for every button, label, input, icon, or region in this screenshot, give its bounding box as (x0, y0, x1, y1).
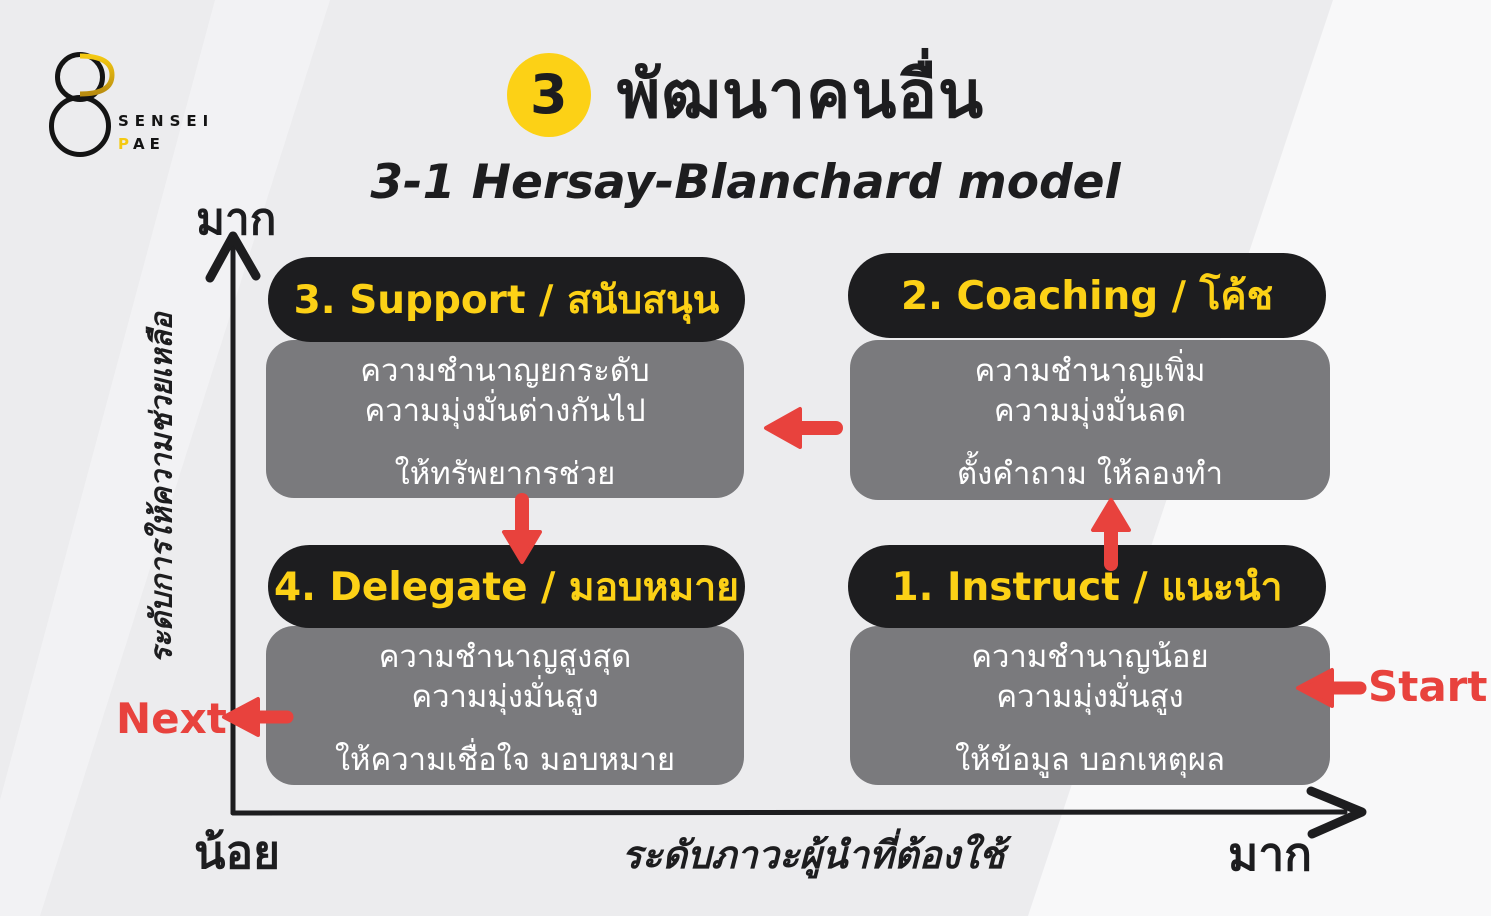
coaching-action: ตั้งคำถาม ให้ลองทำ (956, 456, 1224, 493)
arrow-coaching-to-support-icon (764, 407, 843, 449)
coaching-desc-line2: ความมุ่งมั่นลด (993, 392, 1187, 429)
quadrant-delegate-title-pill: 4. Delegate / มอบหมาย (268, 545, 745, 628)
x-axis-title: ระดับภาวะผู้นำที่ต้องใช้ (621, 833, 1005, 877)
instruct-desc-line1: ความชำนาญน้อย (971, 639, 1209, 675)
origin-label: น้อย (194, 825, 281, 879)
coaching-desc-line1: ความชำนาญเพิ่ม (974, 353, 1206, 389)
figure-eight-icon (49, 52, 115, 157)
quadrant-instruct-title-pill: 1. Instruct / แนะนำ (848, 545, 1326, 628)
section-number-badge: 3 (506, 52, 591, 137)
instruct-desc-line2: ความมุ่งมั่นสูง (996, 678, 1184, 715)
quadrant-support-box: ความชำนาญยกระดับ ความมุ่งมั่นต่างกันไป ใ… (266, 340, 744, 498)
quadrant-support-title-pill: 3. Support / สนับสนุน (268, 257, 745, 342)
x-axis-arrowhead-icon (1306, 786, 1367, 839)
x-axis-max-label: มาก (1228, 827, 1313, 881)
quadrant-delegate-box: ความชำนาญสูงสุด ความมุ่งมั่นสูง ให้ความเ… (266, 626, 744, 785)
page-subtitle: 3-1 Hersay-Blanchard model (370, 155, 1121, 210)
support-action: ให้ทรัพยากรช่วย (394, 456, 616, 493)
y-axis-max-label: มาก (196, 194, 277, 245)
delegate-desc-line2: ความมุ่งมั่นสูง (411, 678, 599, 715)
support-desc-line1: ความชำนาญยกระดับ (360, 353, 650, 389)
delegate-desc-line1: ความชำนาญสูงสุด (378, 639, 632, 675)
quadrant-instruct-box: ความชำนาญน้อย ความมุ่งมั่นสูง ให้ข้อมูล … (850, 626, 1330, 785)
sensei-pae-logo: SENSEI P AE (49, 52, 214, 157)
brand-name-ae: AE (133, 135, 165, 153)
next-label: Next (116, 694, 227, 743)
start-label: Start (1368, 662, 1488, 711)
delegate-action: ให้ความเชื่อใจ มอบหมาย (334, 742, 676, 779)
header: 3 พัฒนาคนอื่น (0, 42, 1491, 147)
quadrant-coaching-box: ความชำนาญเพิ่ม ความมุ่งมั่นลด ตั้งคำถาม … (850, 340, 1330, 500)
instruct-action: ให้ข้อมูล บอกเหตุผล (954, 742, 1226, 779)
brand-name-p: P (118, 135, 134, 153)
page-title: พัฒนาคนอื่น (616, 56, 985, 133)
x-axis-line (230, 809, 1348, 816)
y-axis-title: ระดับการให้ความช่วยเหลือ (144, 312, 180, 664)
brand-name-top: SENSEI (118, 112, 214, 130)
support-desc-line2: ความมุ่งมั่นต่างกันไป (364, 392, 646, 429)
quadrant-coaching-title-pill: 2. Coaching / โค้ช (848, 253, 1326, 338)
